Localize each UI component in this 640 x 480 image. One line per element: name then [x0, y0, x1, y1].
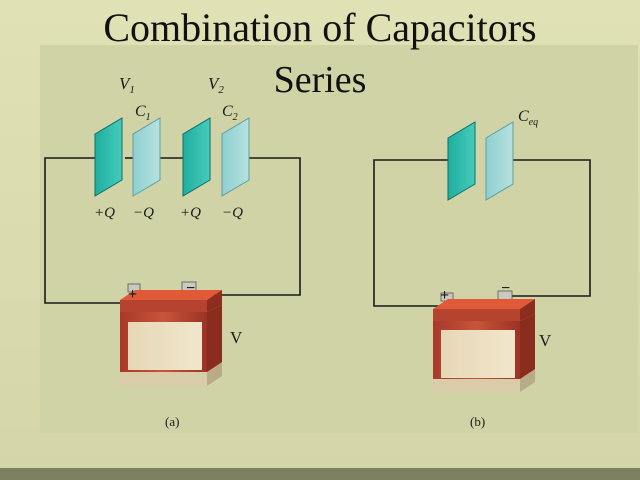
battery-b — [433, 290, 535, 392]
c2-negative-plate — [221, 117, 250, 197]
battery-minus-label: − — [186, 280, 195, 297]
circuit-a-wires — [44, 157, 301, 304]
bottom-strip — [0, 468, 640, 480]
battery-plus-label: + — [440, 287, 449, 304]
charge-label: −Q — [133, 205, 154, 221]
caption-a: (a) — [165, 414, 179, 429]
battery-plus-label: + — [128, 286, 137, 303]
battery-a — [120, 281, 222, 386]
ceq-negative-plate — [485, 121, 514, 201]
ceq-label: Ceq — [518, 108, 538, 128]
charge-label: +Q — [94, 205, 115, 221]
charge-label: +Q — [180, 205, 201, 221]
v1-label: V1 — [119, 74, 135, 96]
slide-title: Combination of Capacitors — [103, 5, 537, 50]
ceq-positive-plate — [447, 121, 476, 201]
circuit-b-wires — [373, 159, 591, 307]
c1-positive-plate — [94, 117, 123, 197]
c2-positive-plate — [182, 117, 211, 197]
charge-label: −Q — [222, 205, 243, 221]
slide-subtitle: Series — [273, 59, 367, 101]
v2-label: V2 — [208, 74, 224, 96]
circuit-b: Ceq + − V (b) — [373, 108, 591, 429]
c1-label: C1 — [135, 103, 151, 123]
battery-minus-label: − — [501, 280, 510, 297]
caption-b: (b) — [470, 414, 485, 429]
c1-negative-plate — [132, 117, 161, 197]
battery-voltage-label: V — [230, 328, 243, 347]
battery-voltage-label: V — [539, 331, 552, 350]
c2-label: C2 — [222, 103, 238, 123]
circuit-a: V1 V2 C1 C2 +Q −Q +Q −Q + − V (a) — [44, 74, 301, 429]
